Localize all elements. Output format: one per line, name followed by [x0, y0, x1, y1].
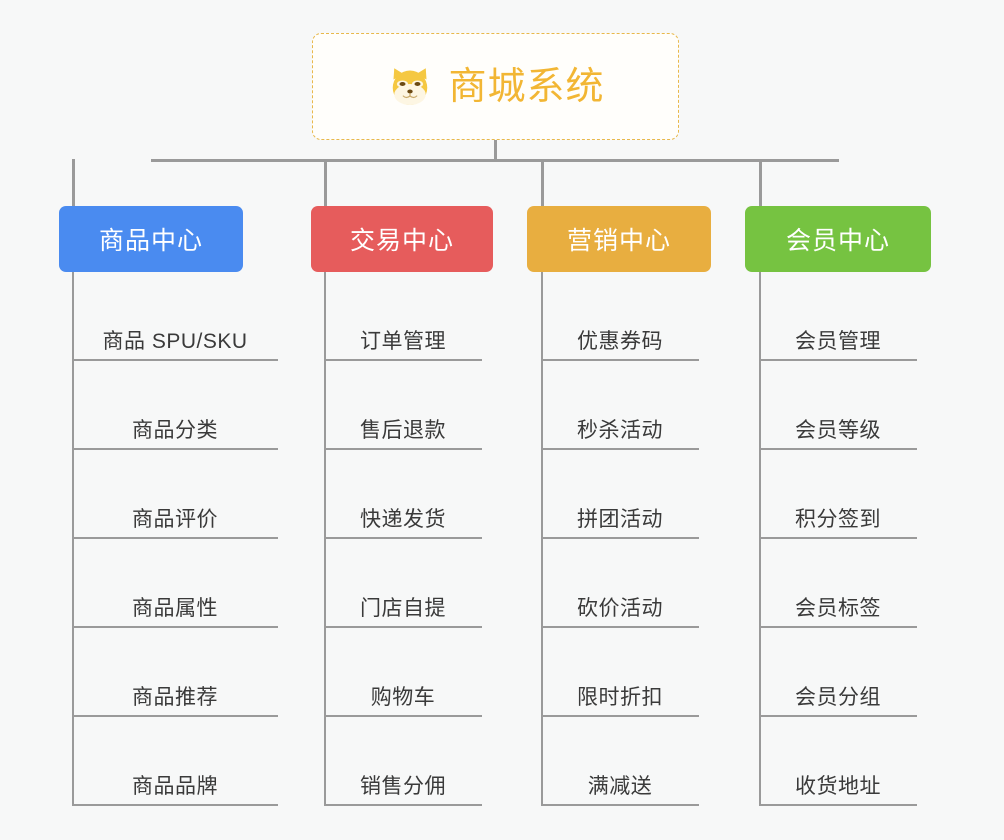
leaf-item[interactable]: 限时折扣	[541, 628, 699, 717]
leaf-item-label: 商品 SPU/SKU	[102, 329, 248, 353]
leaf-item[interactable]: 积分签到	[759, 450, 917, 539]
leaf-item-label: 满减送	[587, 774, 653, 798]
leaf-item[interactable]: 拼团活动	[541, 450, 699, 539]
leaf-item-label: 会员标签	[795, 596, 881, 620]
leaf-item-label: 商品推荐	[132, 685, 218, 709]
leaf-item[interactable]: 商品属性	[72, 539, 278, 628]
column-spine	[759, 272, 761, 806]
leaf-item[interactable]: 会员等级	[759, 361, 917, 450]
leaf-item[interactable]: 秒杀活动	[541, 361, 699, 450]
leaf-item[interactable]: 订单管理	[324, 272, 482, 361]
leaf-item[interactable]: 售后退款	[324, 361, 482, 450]
category-label: 营销中心	[566, 227, 671, 255]
leaf-item[interactable]: 砍价活动	[541, 539, 699, 628]
leaf-item-label: 会员等级	[795, 418, 881, 442]
leaf-item-label: 商品分类	[132, 418, 218, 442]
leaf-item[interactable]: 满减送	[541, 717, 699, 806]
category-label: 商品中心	[98, 227, 203, 255]
leaf-item[interactable]: 收货地址	[759, 717, 917, 806]
connector-drop-1	[72, 159, 75, 206]
connector-drop-3	[541, 159, 544, 206]
leaf-item-label: 销售分佣	[360, 774, 446, 798]
leaf-item-label: 拼团活动	[577, 507, 663, 531]
category-box-3[interactable]: 营销中心	[527, 206, 711, 272]
leaf-item-label: 购物车	[370, 685, 436, 709]
leaf-item[interactable]: 商品分类	[72, 361, 278, 450]
leaf-item[interactable]: 快递发货	[324, 450, 482, 539]
leaf-item-label: 会员管理	[795, 329, 881, 353]
leaf-item[interactable]: 商品推荐	[72, 628, 278, 717]
leaf-item-label: 售后退款	[360, 418, 446, 442]
root-node-shop-system[interactable]: 商城系统	[312, 33, 679, 140]
category-box-4[interactable]: 会员中心	[745, 206, 931, 272]
leaf-item-label: 商品品牌	[132, 774, 218, 798]
leaf-item[interactable]: 会员管理	[759, 272, 917, 361]
leaf-item[interactable]: 购物车	[324, 628, 482, 717]
column-spine	[541, 272, 543, 806]
leaf-item[interactable]: 会员分组	[759, 628, 917, 717]
leaf-item-label: 限时折扣	[577, 685, 663, 709]
leaf-item[interactable]: 销售分佣	[324, 717, 482, 806]
category-label: 交易中心	[349, 227, 454, 255]
leaf-item-label: 门店自提	[360, 596, 446, 620]
root-title: 商城系统	[448, 65, 605, 108]
leaf-item-label: 积分签到	[795, 507, 881, 531]
leaf-item-label: 商品评价	[132, 507, 218, 531]
leaf-item-label: 收货地址	[795, 774, 881, 798]
leaf-item[interactable]: 门店自提	[324, 539, 482, 628]
connector-horizontal-bus	[151, 159, 839, 162]
leaf-item[interactable]: 优惠券码	[541, 272, 699, 361]
leaf-item[interactable]: 商品品牌	[72, 717, 278, 806]
category-box-2[interactable]: 交易中心	[311, 206, 493, 272]
leaf-item-label: 秒杀活动	[577, 418, 663, 442]
category-label: 会员中心	[785, 227, 890, 255]
leaf-item-label: 快递发货	[360, 507, 446, 531]
leaf-item-label: 砍价活动	[577, 596, 663, 620]
column-spine	[324, 272, 326, 806]
leaf-item-label: 优惠券码	[577, 329, 663, 353]
leaf-item-label: 商品属性	[132, 596, 218, 620]
connector-root-stem	[494, 140, 497, 161]
connector-drop-2	[324, 159, 327, 206]
leaf-item[interactable]: 商品评价	[72, 450, 278, 539]
leaf-item[interactable]: 会员标签	[759, 539, 917, 628]
column-spine	[72, 272, 74, 806]
leaf-item-label: 会员分组	[795, 685, 881, 709]
leaf-item[interactable]: 商品 SPU/SKU	[72, 272, 278, 361]
connector-drop-4	[759, 159, 762, 206]
category-box-1[interactable]: 商品中心	[59, 206, 243, 272]
shiba-dog-face-icon	[393, 67, 428, 105]
leaf-item-label: 订单管理	[360, 329, 446, 353]
